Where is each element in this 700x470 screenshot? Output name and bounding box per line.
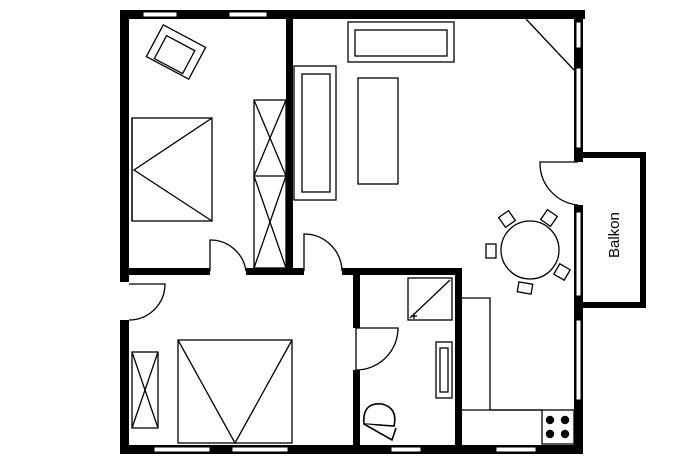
upper-bedroom-furniture [131, 23, 287, 269]
coffee-table [357, 77, 399, 185]
doors [128, 161, 579, 371]
balcony: Balkon [583, 152, 646, 308]
corner-cabinet [525, 18, 575, 71]
bathroom-fixtures [363, 277, 453, 442]
windows [142, 11, 582, 453]
wardrobe [253, 99, 287, 269]
shower [407, 277, 453, 321]
kitchen-fixtures [462, 297, 575, 445]
kitchen-counter [462, 297, 542, 411]
living-room-furniture [293, 18, 575, 295]
bed [131, 117, 213, 222]
sofa-top [347, 21, 455, 63]
lower-bedroom-furniture [131, 339, 293, 445]
toilet [363, 403, 397, 442]
dining-chairs [485, 208, 572, 295]
cabinet [131, 351, 159, 429]
dining-table [500, 220, 560, 280]
balcony-label: Balkon [606, 212, 623, 258]
sofa-left [293, 65, 337, 201]
sink [435, 341, 453, 399]
double-bed [177, 339, 293, 445]
armchair [145, 23, 207, 81]
interior-walls [120, 10, 462, 454]
stove [541, 409, 575, 445]
